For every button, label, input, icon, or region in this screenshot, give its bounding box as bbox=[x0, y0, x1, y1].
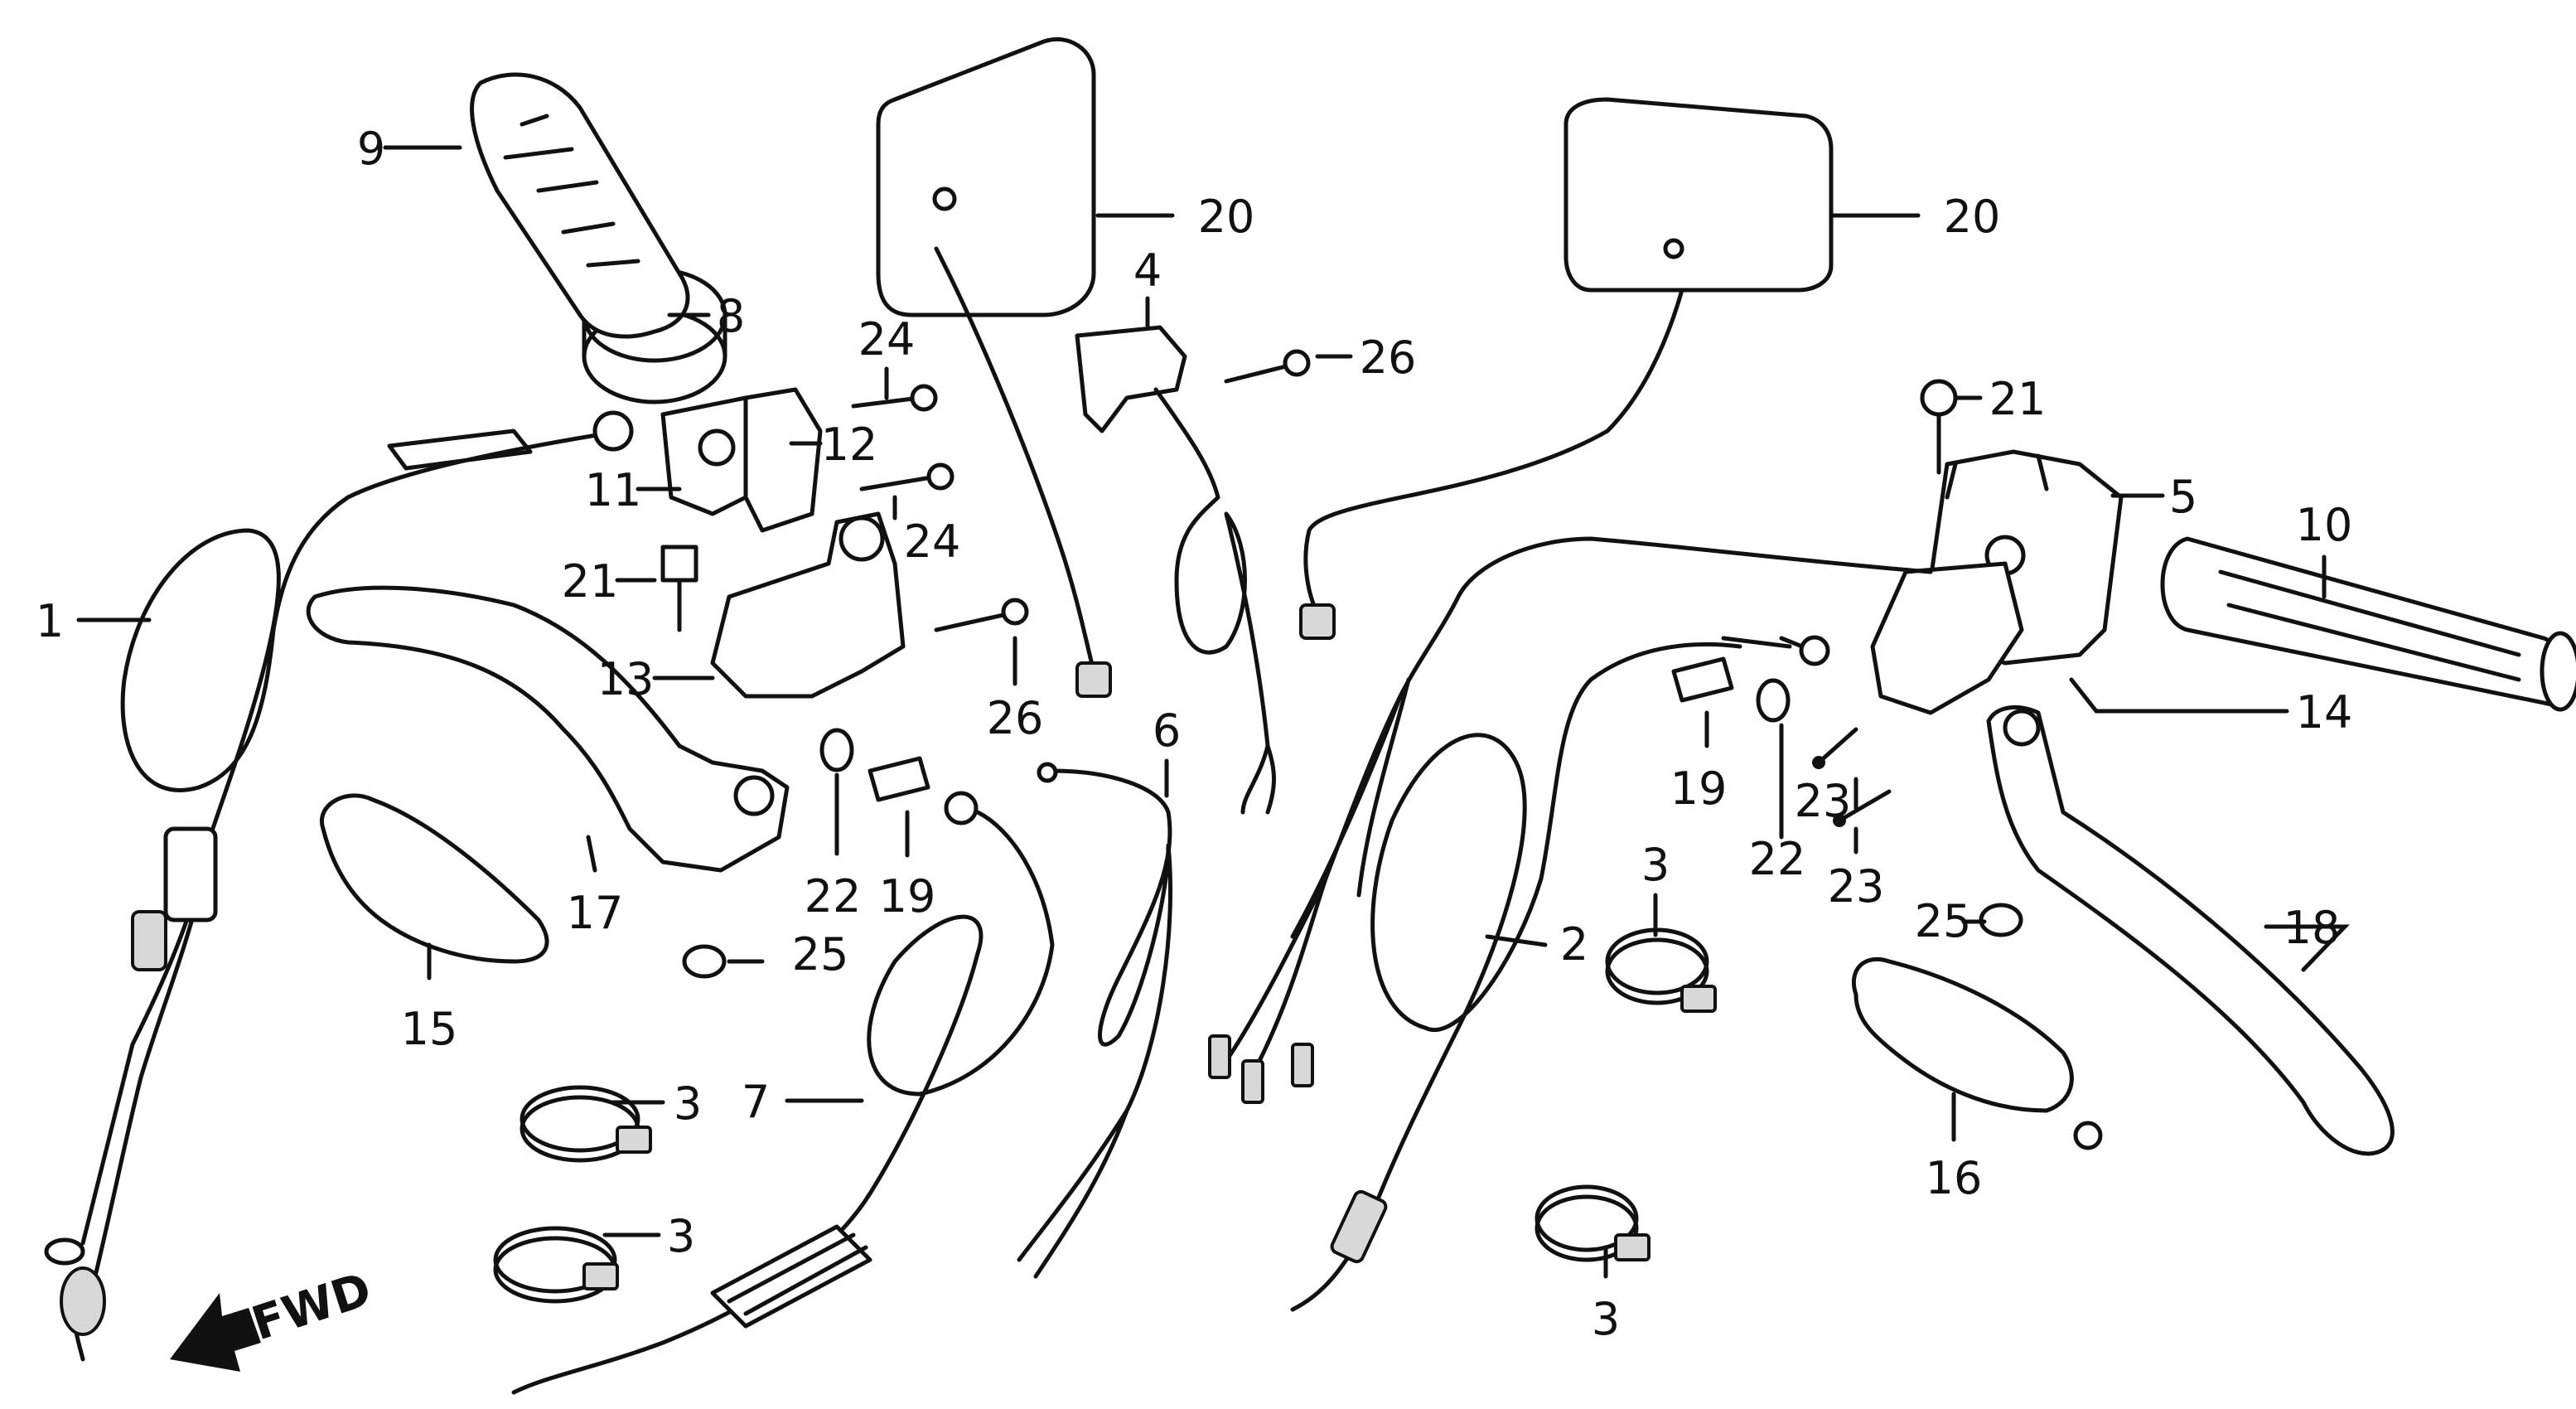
callout-19a: 19 bbox=[879, 870, 936, 922]
callout-26a: 26 bbox=[1360, 332, 1417, 384]
throttle-body-12 bbox=[743, 387, 823, 533]
callout-5: 5 bbox=[2169, 471, 2197, 523]
callout-17: 17 bbox=[567, 887, 624, 939]
callout-18: 18 bbox=[2284, 902, 2341, 954]
screw-26a bbox=[1224, 349, 1311, 384]
dust-cover-15 bbox=[319, 793, 549, 964]
callout-23a: 23 bbox=[1795, 775, 1852, 827]
callout-12: 12 bbox=[821, 419, 878, 471]
washer-22a bbox=[819, 728, 854, 772]
callout-26b: 26 bbox=[987, 692, 1044, 744]
callout-22a: 22 bbox=[805, 870, 862, 922]
callout-1: 1 bbox=[36, 595, 64, 647]
cable-1 bbox=[44, 410, 634, 1362]
hose-clamp-3b bbox=[493, 1226, 619, 1304]
holder-13 bbox=[710, 511, 906, 699]
lever-18 bbox=[1986, 704, 2395, 1156]
lever-17 bbox=[306, 585, 790, 873]
nut-25a bbox=[682, 944, 727, 979]
cable-2 bbox=[1290, 635, 1830, 1312]
callout-11: 11 bbox=[585, 464, 642, 516]
part-artwork bbox=[44, 36, 2576, 1395]
hose-clamp-3d bbox=[1534, 1184, 1650, 1262]
callout-9: 9 bbox=[357, 123, 385, 175]
bolt-24b bbox=[859, 462, 955, 491]
throttle-grip-9 bbox=[470, 72, 690, 339]
bolt-24a bbox=[851, 384, 938, 412]
screw-23b bbox=[1833, 789, 1892, 827]
bolt-21b bbox=[1920, 379, 1958, 475]
callout-numbers: 1 2 3 3 3 3 4 5 7 6 8 9 10 11 12 13 14 1… bbox=[36, 123, 2353, 1345]
nut-25b bbox=[1979, 903, 2023, 937]
callout-4: 4 bbox=[1133, 245, 1162, 297]
callout-10: 10 bbox=[2296, 499, 2353, 551]
dust-cover-16 bbox=[1851, 956, 2103, 1150]
callout-13: 13 bbox=[597, 653, 655, 705]
callout-16: 16 bbox=[1926, 1152, 1983, 1204]
adjuster-19a bbox=[868, 756, 930, 802]
hose-clamp-3c bbox=[1605, 927, 1717, 1013]
callout-24a: 24 bbox=[858, 313, 916, 366]
wire-6 bbox=[1017, 762, 1173, 1279]
screw-26b bbox=[934, 598, 1029, 632]
callout-22b: 22 bbox=[1749, 833, 1806, 885]
callout-25b: 25 bbox=[1915, 895, 1972, 947]
callout-3c: 3 bbox=[1641, 839, 1670, 891]
screw-23a bbox=[1812, 727, 1858, 769]
fwd-arrow-icon bbox=[170, 1293, 261, 1372]
fwd-indicator: FWD bbox=[170, 1262, 378, 1372]
grip-10 bbox=[2160, 536, 2576, 712]
callout-15: 15 bbox=[401, 1003, 458, 1055]
lever-bracket-14 bbox=[1870, 561, 2024, 715]
callout-8: 8 bbox=[717, 290, 745, 342]
adjuster-19b bbox=[1671, 656, 1734, 703]
hose-clamp-3a bbox=[520, 1085, 652, 1163]
callout-19b: 19 bbox=[1670, 763, 1728, 815]
callout-21a: 21 bbox=[562, 555, 619, 608]
callout-20a: 20 bbox=[1198, 191, 1255, 243]
callout-6: 6 bbox=[1153, 704, 1181, 757]
callout-20b: 20 bbox=[1944, 191, 2001, 243]
switch-4 bbox=[1075, 325, 1276, 815]
bolt-21a bbox=[660, 545, 698, 632]
mirror-20b bbox=[1299, 97, 1834, 640]
callout-2: 2 bbox=[1560, 918, 1588, 971]
callout-3d: 3 bbox=[1592, 1293, 1620, 1345]
cable-7 bbox=[511, 791, 1055, 1395]
fwd-label: FWD bbox=[245, 1262, 377, 1351]
wiring-harness bbox=[1208, 536, 1933, 1104]
callout-3b: 3 bbox=[667, 1210, 695, 1262]
leader-lines bbox=[76, 145, 2350, 1279]
callout-24b: 24 bbox=[904, 516, 961, 568]
callout-23b: 23 bbox=[1828, 860, 1885, 913]
washer-22b bbox=[1756, 678, 1791, 723]
mirror-20a bbox=[876, 36, 1112, 698]
callout-25a: 25 bbox=[792, 928, 849, 980]
callout-14: 14 bbox=[2296, 686, 2353, 738]
callout-7: 7 bbox=[742, 1076, 770, 1128]
callout-21b: 21 bbox=[1989, 373, 2047, 425]
callout-3a: 3 bbox=[674, 1077, 702, 1130]
